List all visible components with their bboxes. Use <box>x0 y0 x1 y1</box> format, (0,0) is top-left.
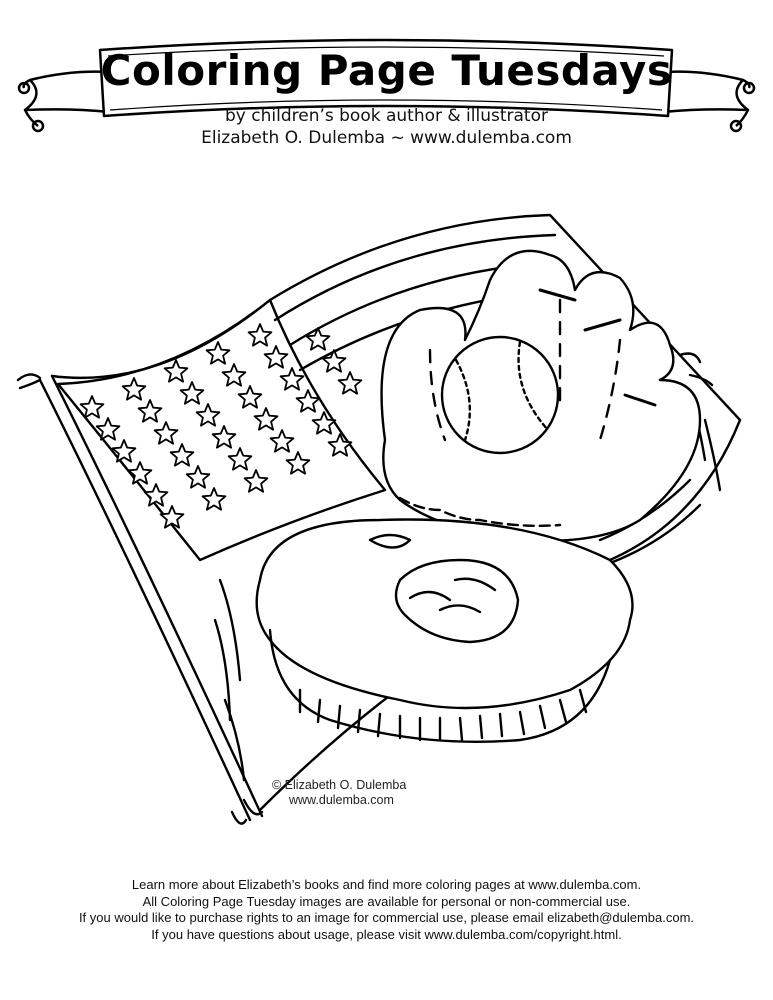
flag-star <box>263 345 289 369</box>
flag-star <box>295 389 321 413</box>
flag-star <box>163 359 189 383</box>
flag-star <box>247 323 273 347</box>
flag-star <box>195 403 221 427</box>
flag-star <box>221 363 247 387</box>
author-line: Elizabeth O. Dulemba ~ www.dulemba.com <box>201 128 572 148</box>
flag-star <box>305 327 331 351</box>
flag-star <box>205 341 231 365</box>
flag-star <box>327 433 353 457</box>
flag-star <box>111 439 137 463</box>
artwork-site: www.dulemba.com <box>289 793 394 807</box>
byline: by children’s book author & illustrator <box>225 106 548 126</box>
flag-star <box>179 381 205 405</box>
baseball <box>440 335 560 455</box>
footer-notes: Learn more about Elizabeth’s books and f… <box>0 877 773 943</box>
coloring-illustration <box>16 213 742 825</box>
footer-line: Learn more about Elizabeth’s books and f… <box>131 877 642 892</box>
flag-star <box>285 451 311 475</box>
flag-star <box>321 349 347 373</box>
flag-star <box>143 483 169 507</box>
flag-star <box>159 505 185 529</box>
flag-pole <box>38 378 252 822</box>
copyright-notice: © Elizabeth O. Dulemba <box>272 778 407 792</box>
flag-star <box>95 417 121 441</box>
flag-star <box>121 377 147 401</box>
flag-star <box>227 447 253 471</box>
flag-star <box>153 421 179 445</box>
flag-star <box>311 411 337 435</box>
footer-line: If you would like to purchase rights to … <box>78 910 695 925</box>
title-banner <box>17 38 756 133</box>
flag-star <box>127 461 153 485</box>
footer-line: All Coloring Page Tuesday images are ava… <box>142 893 631 909</box>
flag-star <box>79 395 105 419</box>
flag-star <box>211 425 237 449</box>
flag-star <box>279 367 305 391</box>
flag-star <box>337 371 363 395</box>
flag-star <box>253 407 279 431</box>
flag-star <box>237 385 263 409</box>
footer-line: If you have questions about usage, pleas… <box>151 926 622 942</box>
flag-star <box>185 465 211 489</box>
flag-star <box>201 487 227 511</box>
flag-star <box>137 399 163 423</box>
flag-star <box>169 443 195 467</box>
flag-star <box>243 469 269 493</box>
page-title: Coloring Page Tuesdays <box>100 46 673 95</box>
flag-star <box>269 429 295 453</box>
apple-pie <box>255 518 634 710</box>
